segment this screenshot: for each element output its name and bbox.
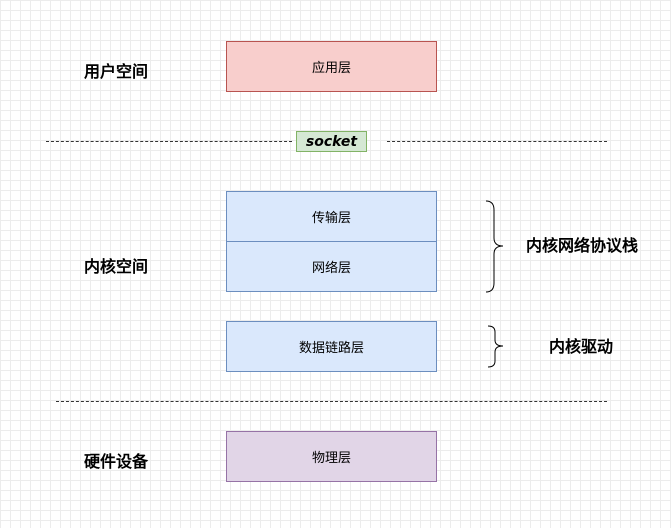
- transport-layer-label: 传输层: [311, 211, 351, 226]
- network-layer-box: 网络层: [226, 241, 437, 292]
- user-space-label: 用户空间: [84, 62, 149, 81]
- network-layer-label: 网络层: [311, 261, 351, 276]
- physical-layer-box: 物理层: [226, 431, 437, 482]
- application-layer-box: 应用层: [226, 41, 437, 92]
- application-layer-label: 应用层: [311, 61, 351, 76]
- socket-box: socket: [296, 131, 367, 152]
- socket-label: socket: [305, 133, 358, 150]
- hardware-divider: [56, 401, 607, 402]
- protocol-stack-label: 内核网络协议栈: [526, 236, 639, 255]
- socket-divider-left: [46, 141, 292, 142]
- kernel-space-label: 内核空间: [84, 257, 149, 276]
- driver-label: 内核驱动: [549, 337, 614, 356]
- datalink-layer-label: 数据链路层: [298, 341, 364, 356]
- socket-divider-right: [387, 141, 607, 142]
- driver-brace: [487, 325, 504, 368]
- physical-layer-label: 物理层: [311, 451, 351, 466]
- hardware-label: 硬件设备: [84, 452, 149, 471]
- datalink-layer-box: 数据链路层: [226, 321, 437, 372]
- protocol-stack-brace: [485, 200, 504, 293]
- transport-layer-box: 传输层: [226, 191, 437, 242]
